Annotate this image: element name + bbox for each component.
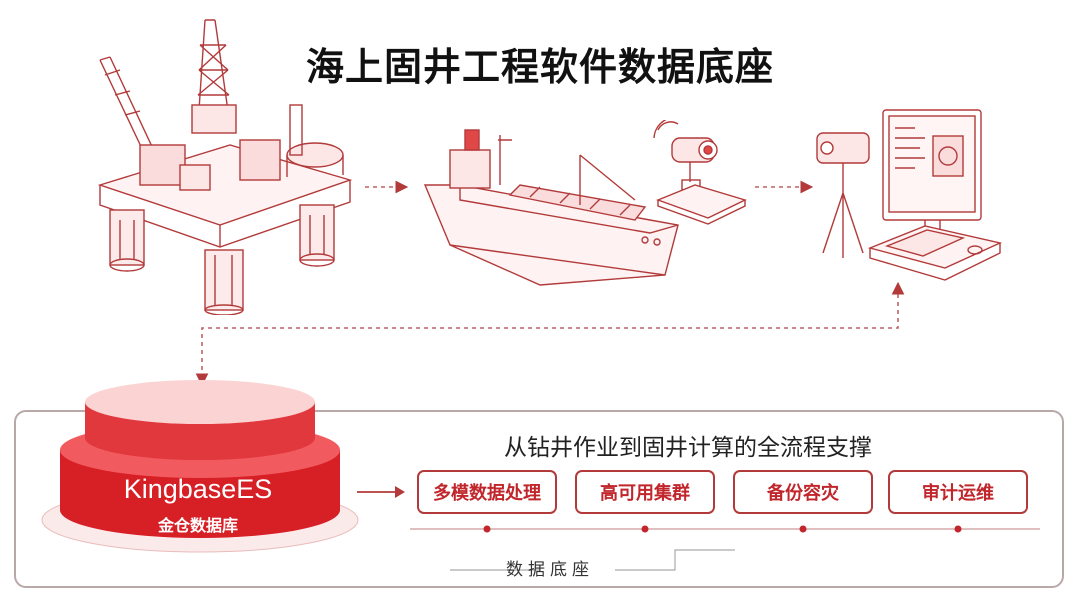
- feature-multimodel: 多模数据处理: [417, 470, 557, 514]
- database-subname: 金仓数据库: [157, 516, 238, 535]
- base-label: 数据底座: [506, 560, 594, 580]
- feature-ha-cluster: 高可用集群: [575, 470, 715, 514]
- base-timeline: [410, 525, 1040, 571]
- monitoring-workstation-icon: [816, 109, 1003, 281]
- arrow-right-icon: [357, 486, 405, 498]
- sensor-camera-icon: [653, 120, 747, 225]
- flow-subtitle: 从钻井作业到固井计算的全流程支撑: [504, 435, 872, 461]
- feature-backup: 备份容灾: [733, 470, 873, 514]
- page-title: 海上固井工程软件数据底座: [305, 45, 774, 89]
- database-cylinder-icon: [41, 380, 359, 553]
- feature-audit: 审计运维: [888, 470, 1028, 514]
- database-name: KingbaseES: [123, 474, 273, 504]
- platform-panel: [14, 410, 1064, 588]
- cementing-vessel-icon: [423, 129, 679, 286]
- offshore-rig-icon: [97, 19, 353, 315]
- flow-connectors: [195, 180, 905, 387]
